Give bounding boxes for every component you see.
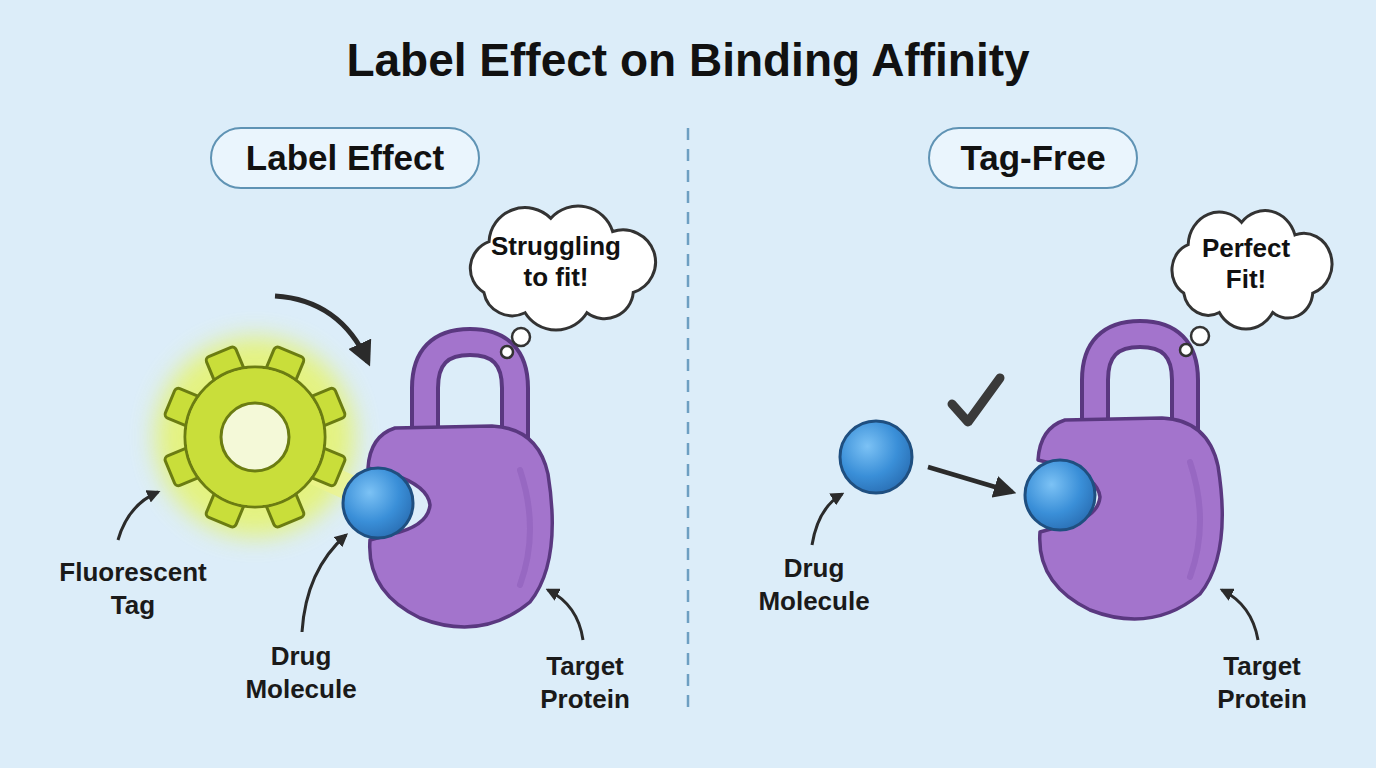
drug-molecule — [840, 421, 912, 493]
drug-molecule — [1025, 460, 1095, 530]
part-label: Fluorescent Tag — [46, 556, 221, 621]
binding-arrow — [928, 467, 1012, 492]
gear-hole — [221, 403, 289, 471]
checkmark — [952, 378, 1000, 422]
part-label: Target Protein — [510, 650, 660, 715]
panel-heading: Label Effect — [246, 138, 444, 178]
divider — [687, 128, 690, 716]
thought-text: Perfect Fit! — [1187, 233, 1305, 295]
cloud-outline — [1172, 211, 1332, 329]
cloud-outline — [470, 206, 655, 330]
gear-body — [187, 369, 324, 506]
panel-label-pill: Tag-Free — [928, 127, 1138, 189]
diagram-title: Label Effect on Binding Affinity — [346, 33, 1029, 87]
thought-bubble: Perfect Fit! — [1157, 201, 1335, 327]
gear-body — [185, 367, 325, 507]
leader-line — [812, 494, 842, 545]
drug-molecule — [343, 468, 413, 538]
curved-arrow — [275, 296, 368, 362]
tag-glow — [155, 337, 355, 537]
leader-line — [302, 535, 346, 632]
panel-heading: Tag-Free — [960, 138, 1105, 178]
thought-bubble: Struggling to fit! — [453, 196, 659, 328]
thought-dot — [501, 346, 513, 358]
panel-label-pill: Label Effect — [210, 127, 480, 189]
leader-line — [548, 590, 583, 640]
thought-text: Struggling to fit! — [481, 231, 631, 293]
part-label: Target Protein — [1187, 650, 1337, 715]
thought-dot — [1180, 344, 1192, 356]
thought-dot — [1191, 327, 1209, 345]
leader-line — [1222, 590, 1258, 640]
thought-dot — [512, 328, 530, 346]
part-label: Drug Molecule — [739, 552, 889, 617]
part-label: Drug Molecule — [226, 640, 376, 705]
fluorescent-tag-gear — [164, 346, 346, 528]
leader-line — [118, 492, 158, 540]
